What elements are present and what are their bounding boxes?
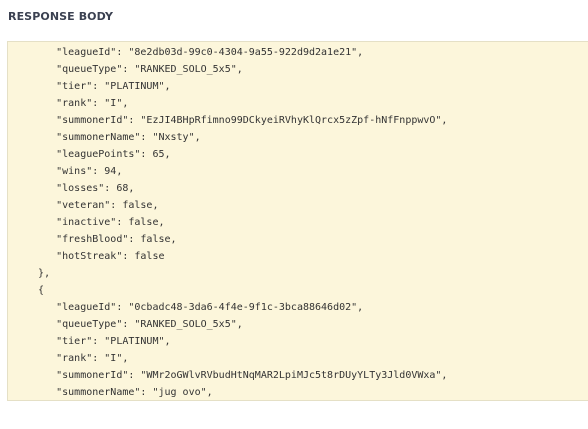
code-line: "veteran": false, bbox=[20, 200, 159, 211]
code-line: "inactive": false, bbox=[20, 217, 165, 228]
code-line: "rank": "I", bbox=[20, 353, 129, 364]
code-line: "leagueId": "8e2db03d-99c0-4304-9a55-922… bbox=[20, 47, 364, 58]
code-line: "hotStreak": false bbox=[20, 251, 165, 262]
code-line: "freshBlood": false, bbox=[20, 234, 177, 245]
code-line: "losses": 68, bbox=[20, 183, 135, 194]
code-line: "summonerName": "jug ovo", bbox=[20, 387, 213, 398]
code-line: "wins": 94, bbox=[20, 166, 123, 177]
code-line: "queueType": "RANKED_SOLO_5x5", bbox=[20, 319, 243, 330]
code-line: "queueType": "RANKED_SOLO_5x5", bbox=[20, 64, 243, 75]
code-line: "tier": "PLATINUM", bbox=[20, 81, 171, 92]
code-line: "summonerName": "Nxsty", bbox=[20, 132, 201, 143]
code-line: "tier": "PLATINUM", bbox=[20, 336, 171, 347]
code-line: }, bbox=[20, 268, 51, 279]
code-line: "summonerId": "EzJI4BHpRfimno99DCkyeiRVh… bbox=[20, 115, 448, 126]
code-line: "leagueId": "0cbadc48-3da6-4f4e-9f1c-3bc… bbox=[20, 302, 364, 313]
response-body-panel[interactable]: "leagueId": "8e2db03d-99c0-4304-9a55-922… bbox=[7, 41, 588, 401]
code-line: "leaguePoints": 65, bbox=[20, 149, 171, 160]
code-line: { bbox=[20, 285, 45, 296]
response-body-title: RESPONSE BODY bbox=[8, 10, 114, 23]
code-line: "summonerId": "WMr2oGWlvRVbudHtNqMAR2Lpi… bbox=[20, 370, 448, 381]
code-line: "rank": "I", bbox=[20, 98, 129, 109]
